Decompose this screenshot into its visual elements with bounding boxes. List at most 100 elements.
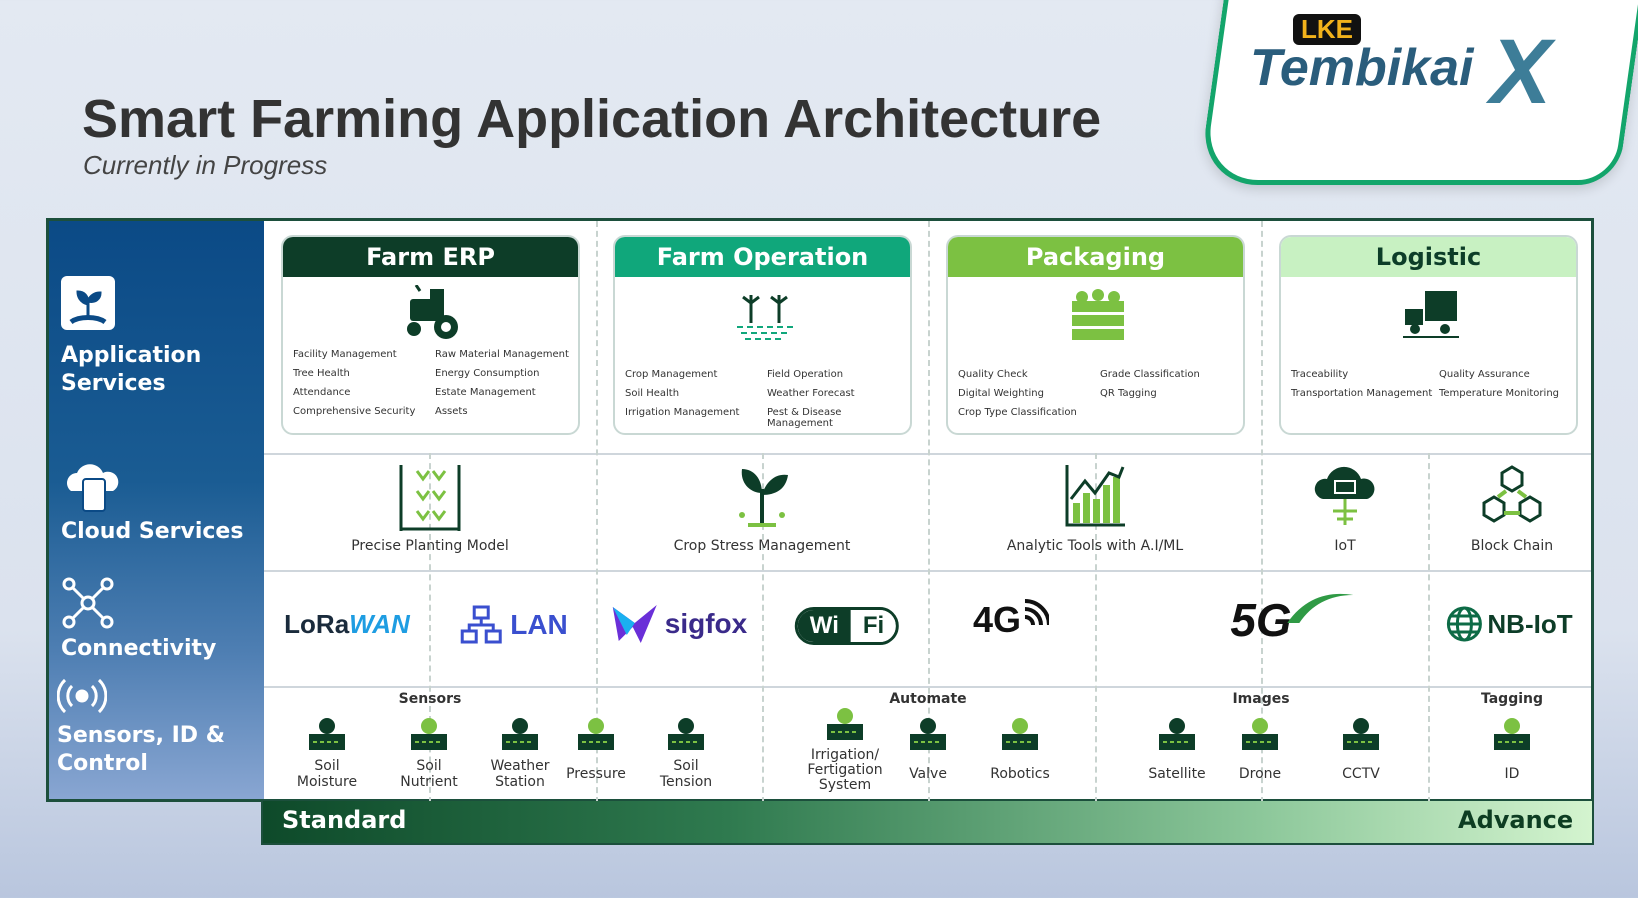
nbiot-text: NB-IoT (1487, 608, 1573, 639)
sensor-label: Satellite (1148, 766, 1206, 782)
broadcast-icon (56, 678, 108, 714)
card-items: Crop Management Field Operation Soil Heal… (625, 369, 904, 429)
sensor-label: Soil Moisture (296, 758, 358, 790)
sensor-label: Valve (909, 766, 947, 782)
iot-cloud-icon (1314, 466, 1375, 525)
sensor-label: Weather Station (490, 758, 550, 790)
cloud-label: Precise Planting Model (351, 538, 509, 554)
card-item: Digital Weighting (958, 388, 1044, 399)
plant-hand-icon (61, 276, 115, 330)
card-item: Weather Forecast (767, 388, 855, 399)
robot-arm-icon (998, 712, 1042, 756)
row-label: Sensors, ID & Control (57, 723, 225, 776)
sensor-label: Robotics (990, 766, 1050, 782)
card-item: Tree Health (293, 368, 350, 379)
lan-network-icon (460, 605, 502, 644)
analytics-chart-icon (1065, 465, 1125, 527)
card-item: Facility Management (293, 349, 397, 360)
card-farm-operation: Farm Operation Crop Management Field Oper… (613, 235, 912, 435)
logo-name: Tembikai (1250, 39, 1474, 97)
crate-icon (1072, 289, 1124, 340)
globe-icon (1446, 606, 1482, 642)
scale-advance: Advance (1458, 806, 1574, 834)
divider (928, 221, 930, 803)
pressure-gauge-icon (574, 712, 618, 756)
sigfox-text: sigfox (664, 608, 748, 639)
card-item: Energy Consumption (435, 368, 540, 379)
page-title: Smart Farming Application Architecture (82, 89, 1102, 149)
divider (596, 221, 598, 803)
plant-stress-icon (739, 469, 788, 527)
logo-x: X (1490, 21, 1552, 123)
truck-icon (1403, 291, 1459, 338)
drone-icon (1238, 712, 1282, 756)
wifi-fi: Fi (850, 610, 897, 642)
maturity-scale-bar (261, 801, 1594, 845)
qr-code-icon (1490, 712, 1534, 756)
weather-station-icon (498, 712, 542, 756)
card-item: Transportation Management (1291, 388, 1433, 399)
valve-icon (906, 712, 950, 756)
planting-arrows-icon (399, 465, 461, 531)
card-item: Assets (435, 406, 468, 417)
5g-swoosh-icon (1287, 593, 1354, 623)
card-item: Quality Assurance (1439, 369, 1530, 380)
card-item: Irrigation Management (625, 407, 740, 418)
sensor-label: ID (1504, 766, 1520, 782)
card-title: Farm ERP (283, 237, 578, 277)
sigfox-icon (612, 605, 657, 643)
sensor-label: Pressure (566, 766, 626, 782)
divider (429, 453, 431, 803)
card-item: Grade Classification (1100, 369, 1200, 380)
card-items: Traceability Quality Assurance Transporta… (1291, 369, 1570, 399)
cloud-label: Analytic Tools with A.I/ML (1006, 538, 1184, 554)
lorawan-logo: LoRaWAN (284, 609, 410, 640)
group-label: Automate (889, 691, 967, 707)
cloud-phone-icon (67, 464, 119, 512)
sensor-label: CCTV (1342, 766, 1380, 782)
card-title: Logistic (1281, 237, 1576, 277)
4g-logo: 4G (972, 599, 1052, 641)
sensor-label: Soil Nutrient (400, 758, 458, 790)
group-label: Sensors (398, 691, 462, 707)
4g-text: 4G (972, 599, 1022, 640)
card-item: Comprehensive Security (293, 406, 416, 417)
network-nodes-icon (62, 577, 114, 629)
card-logistic: Logistic Traceability Quality Assurance T… (1279, 235, 1578, 435)
blockchain-icon (1482, 465, 1542, 523)
cloud-label: Block Chain (1470, 538, 1554, 554)
lan-logo: LAN (460, 605, 568, 645)
card-item: Crop Management (625, 369, 718, 380)
architecture-diagram: Application Services Cloud Services Conn… (46, 218, 1594, 803)
sensor-label: Irrigation/ Fertigation System (807, 747, 883, 793)
tractor-icon (407, 285, 458, 339)
card-item: Crop Type Classification (958, 407, 1077, 418)
card-item: Pest & Disease Management (767, 407, 842, 429)
cloud-label: Crop Stress Management (673, 538, 851, 554)
card-title: Farm Operation (615, 237, 910, 277)
row-divider (264, 686, 1591, 688)
5g-logo: 5G (1230, 593, 1354, 647)
divider (1095, 453, 1097, 803)
row-label: Connectivity (61, 636, 217, 661)
card-item: Traceability (1291, 369, 1349, 380)
card-item: Estate Management (435, 387, 536, 398)
group-label: Images (1232, 691, 1290, 707)
page-subtitle: Currently in Progress (83, 150, 328, 180)
card-item: Attendance (293, 387, 351, 398)
nbiot-logo: NB-IoT (1445, 605, 1573, 643)
lorawan-lora: LoRa (284, 609, 350, 639)
card-item: Temperature Monitoring (1439, 388, 1559, 399)
scale-standard: Standard (282, 806, 407, 834)
lan-text: LAN (510, 609, 568, 640)
card-item: Field Operation (767, 369, 844, 380)
card-item: QR Tagging (1100, 388, 1157, 399)
divider (1428, 453, 1430, 803)
5g-text: 5G (1230, 594, 1292, 646)
card-item: Soil Health (625, 388, 680, 399)
sprouts-icon (737, 295, 793, 340)
